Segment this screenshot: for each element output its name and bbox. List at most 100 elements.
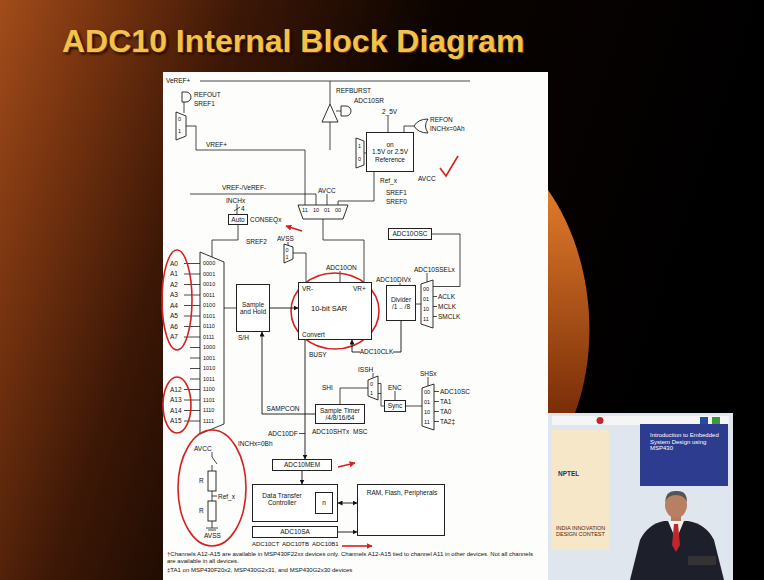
mux-code: 00	[423, 286, 429, 292]
signal-wire	[184, 81, 470, 205]
block-text: 1.5V or 2.5V Reference	[369, 148, 411, 162]
signal-label: REFOUT	[194, 91, 221, 98]
red-annotation-circle	[163, 377, 191, 433]
signal-label: BUSY	[309, 351, 327, 358]
signal-label: SHI	[322, 384, 333, 391]
mux-code: 0	[178, 116, 181, 122]
mux-code: 1	[358, 143, 361, 149]
channel-label: A1	[170, 270, 178, 277]
mux-code: 0	[370, 381, 373, 387]
red-annotation-circle	[178, 430, 246, 546]
signal-label: ADC10SC	[440, 388, 470, 395]
channel-label: A0	[170, 260, 178, 267]
multiplexer	[284, 244, 293, 263]
signal-arrow	[305, 340, 306, 459]
channel-label: A3	[170, 291, 178, 298]
orange-swoosh	[548, 190, 589, 413]
signal-label: VREF+	[206, 141, 227, 148]
signal-label: ADC10DIVx	[376, 276, 411, 283]
signal-label: Ref_x	[218, 493, 235, 500]
channel-label: A14	[170, 407, 182, 414]
signal-label: REFBURST	[336, 87, 371, 94]
signal-label: ADC10ON	[326, 264, 357, 271]
block-box: Data Transfer Controller n	[252, 484, 338, 522]
mux-code: 0010	[203, 281, 215, 287]
mux-code: 1010	[203, 365, 215, 371]
resistor-symbol	[208, 471, 216, 491]
signal-label: AVSS	[277, 235, 294, 242]
buffer-triangle	[322, 104, 338, 122]
multiplexer	[368, 376, 378, 400]
mux-code: 01	[423, 296, 429, 302]
footnote: †Channels A12-A15 are available in MSP43…	[167, 551, 542, 564]
mux-code: 0000	[203, 260, 215, 266]
logo	[700, 417, 708, 424]
input-multiplexer	[200, 252, 224, 434]
block-text: Sample Timer /4/8/16/64	[318, 407, 362, 421]
signal-arrow	[270, 308, 298, 309]
mux-code: 1101	[203, 397, 215, 403]
signal-label: ADC10SSELx	[414, 266, 455, 273]
block-box: Auto	[228, 214, 248, 225]
mux-code: 0001	[203, 271, 215, 277]
block-text: ADC10OSC	[392, 230, 427, 237]
red-arrow	[338, 463, 355, 467]
signal-arrow	[262, 332, 315, 414]
signal-label: 4	[241, 205, 245, 212]
block-text: Auto	[231, 216, 244, 223]
mux-code: 01	[424, 399, 430, 405]
signal-label: ADC10B1	[312, 541, 339, 548]
signal-label: ACLK	[438, 293, 455, 300]
block-box: Sample and Hold	[236, 284, 270, 332]
red-arrow	[286, 226, 302, 231]
slide-title: ADC10 Internal Block Diagram	[62, 22, 524, 60]
logo	[597, 417, 604, 424]
signal-label: CONSEQx	[250, 216, 281, 223]
signal-label: AVCC	[418, 175, 436, 182]
block-text: RAM, Flash, Peripherals	[362, 489, 442, 496]
channel-label: A6	[170, 323, 178, 330]
signal-label: SHSx	[420, 370, 437, 377]
signal-label: MCLK	[438, 303, 456, 310]
mux-code: 1000	[203, 344, 215, 350]
signal-label: ISSH	[358, 366, 373, 373]
signal-label: SREF2	[246, 238, 267, 245]
mux-code: 1	[286, 254, 289, 260]
or-gate	[414, 119, 428, 133]
mux-code: 1	[178, 128, 181, 134]
block-text: VR-	[302, 285, 313, 292]
presenter-video	[548, 413, 733, 580]
signal-label: REFON	[430, 116, 453, 123]
logo-text: NPTEL	[558, 470, 579, 477]
block-box: ADC10MEM	[272, 459, 332, 471]
mux-code: 0111	[203, 334, 214, 340]
block-text: Sample and Hold	[239, 301, 267, 315]
red-checkmark	[440, 156, 458, 176]
block-box: Divider /1 .. /8	[386, 285, 416, 321]
signal-label: VREF-/VeREF-	[222, 184, 266, 191]
edge-label: ADC10CLK	[360, 348, 394, 355]
signal-wire	[299, 373, 439, 434]
block-text: Data Transfer Controller	[255, 492, 309, 506]
block-text: n	[322, 499, 326, 506]
poster-text: INDIA INNOVATION DESIGN CONTEST	[556, 525, 606, 537]
and-gate	[341, 106, 351, 116]
poster	[551, 430, 609, 550]
block-text: ADC10MEM	[284, 461, 320, 468]
block-text: VR+	[353, 285, 366, 292]
logo-strip	[552, 416, 729, 425]
video-frame	[548, 413, 733, 580]
mux-code: 0011	[203, 292, 215, 298]
signal-label: SREF0	[386, 198, 407, 205]
resistor-ladder-wire	[206, 452, 218, 530]
block-box: Sample Timer /4/8/16/64	[315, 404, 365, 424]
signal-label: TA0	[440, 408, 451, 415]
block-text: ADC10SA	[280, 528, 310, 535]
mux-code: 00	[424, 389, 430, 395]
signal-label: ADC10DF	[268, 430, 298, 437]
signal-label: ADC10TB	[282, 541, 309, 548]
block-text: Convert	[302, 331, 325, 338]
channel-label: A7	[170, 333, 178, 340]
poster-text: Introduction to Embedded System Design u…	[650, 432, 720, 452]
